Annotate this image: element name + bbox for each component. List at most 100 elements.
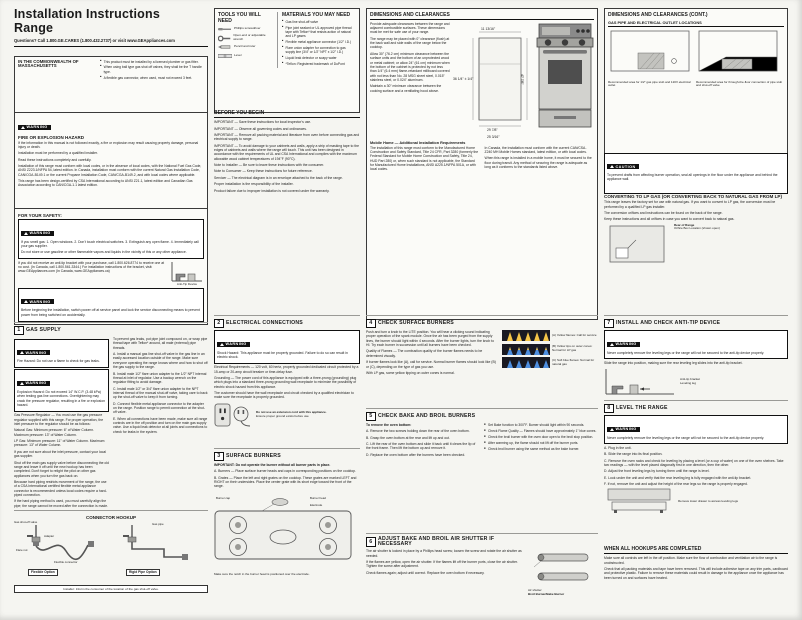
- anti-tip-figure: Anti-Tip Device: [170, 261, 204, 287]
- wall-location-figure: Recommended area for 1/2" gas pipe stub …: [608, 29, 692, 89]
- dimension-figure: 11 13/16" 36 1/4" ± 1/4" 47 7/8" 29 7/8"…: [453, 22, 533, 140]
- broil-bake-burner-icon: [533, 554, 589, 581]
- before-you-begin-text: IMPORTANT — Save these instructions for …: [214, 120, 360, 193]
- flame-quality-checks: Set Bake function to 300°F. Burner shoul…: [484, 423, 598, 459]
- tool-item: Level: [218, 53, 274, 59]
- text-line: B. Slide the range into its final positi…: [604, 452, 663, 457]
- text-line: A. Install a manual gas line shut-off va…: [113, 352, 208, 370]
- hookups-completed-title: WHEN ALL HOOKUPS ARE COMPLETED: [604, 546, 788, 555]
- text-line: The customer should have the wall recept…: [214, 391, 354, 400]
- surface-important: IMPORTANT: Do not operate the burner wit…: [214, 463, 331, 467]
- check-surface-text: Push and turn a knob to the LITE positio…: [366, 330, 498, 377]
- text-line: IMPORTANT — Observe all governing codes …: [214, 126, 307, 131]
- hookup-label-flexible: Flexible connector: [54, 559, 78, 564]
- section-title: GAS SUPPLY: [26, 326, 61, 333]
- text-line: D. Replace the oven bottom after the bur…: [366, 452, 466, 457]
- level-steps-text: A. Plug in the unit.B. Slide the range i…: [604, 446, 788, 487]
- text-line: Proper installation is the responsibilit…: [214, 182, 294, 187]
- lp-title: CONVERTING TO LP GAS (OR CONVERTING BACK…: [604, 194, 782, 199]
- warning-triangle-icon: [220, 342, 224, 346]
- section-lp-conversion: CONVERTING TO LP GAS (OR CONVERTING BACK…: [604, 193, 788, 313]
- warning-triangle-icon: [21, 125, 25, 129]
- gas-supply-right: To prevent gas leaks, put pipe joint com…: [113, 337, 208, 510]
- text-line: B. Grates — Place the left and right gra…: [214, 475, 357, 489]
- text-line: Keep these instructions and all orifices…: [604, 217, 735, 222]
- yellow-flames-icon: [502, 330, 550, 341]
- hookup-label-valve: Gas shut-off valve: [14, 519, 38, 524]
- warning-word: WARNING: [25, 350, 47, 355]
- section-number: 5: [366, 411, 376, 421]
- level-warning: WARNING Never completely remove the leve…: [604, 415, 788, 445]
- warning-bar: WARNING: [21, 299, 54, 305]
- text-line: Electrical Requirements — 120 volt, 60 h…: [214, 365, 359, 374]
- text-line: Check Flame Quality — Flames should have…: [484, 429, 598, 433]
- fire-warning-box: WARNING FIRE OR EXPLOSION HAZARD If the …: [14, 112, 208, 211]
- explosion-hazard-mini-text: Explosion Hazard: Do not exceed 14" W.C.…: [17, 389, 106, 407]
- tools-title: TOOLS YOU WILL NEED: [218, 11, 261, 24]
- tools-box: TOOLS YOU WILL NEED Phillips screwdriver…: [214, 8, 360, 113]
- electrical-text: Electrical Requirements — 120 volt, 60 h…: [214, 365, 360, 400]
- power-plug-icon: [214, 403, 251, 427]
- text-line: After warming up, the flame should not l…: [484, 441, 598, 445]
- text-line: Product failure due to improper installa…: [214, 188, 330, 193]
- dimensions-cont-title: DIMENSIONS AND CLEARANCES (CONT.): [608, 11, 708, 18]
- dim-label-depth: 25 3/16": [487, 135, 500, 139]
- doc-footer: 31-10088-1 10-11 GE: [14, 614, 208, 620]
- store-flammables-text: Do not store or use gasoline or other fl…: [21, 250, 187, 255]
- anti-tip-install-icon: [605, 369, 674, 395]
- warning-word: WARNING: [26, 125, 48, 129]
- bracket-note-text: If you did not receive an anti-tip brack…: [18, 260, 165, 274]
- warning-triangle-icon: [610, 427, 614, 431]
- text-line: If the flames are yellow, open the air s…: [366, 560, 518, 569]
- warning-word: WARNING: [29, 299, 51, 304]
- text-line: Flare union adapter for connection to ga…: [282, 46, 356, 55]
- text-line: If you are not sure about the inlet pres…: [14, 449, 106, 459]
- rear-of-range-label: Rear of Range: [674, 222, 695, 227]
- dimensions-title: DIMENSIONS AND CLEARANCES: [370, 12, 594, 20]
- section-electrical: 2 ELECTRICAL CONNECTIONS WARNING Shock H…: [214, 315, 360, 450]
- dimension-diagram-icon: 11 13/16" 36 1/4" ± 1/4" 47 7/8" 29 7/8"…: [453, 27, 528, 139]
- mobile-home-title: Mobile Home — Additional Installation Re…: [370, 140, 466, 145]
- tool-item: Open-end or adjustable wrench: [218, 33, 274, 42]
- warning-bar: WARNING: [18, 124, 51, 130]
- section-number: 3: [214, 451, 224, 461]
- text-line: Set Bake function to 300°F. Burner shoul…: [484, 423, 598, 427]
- text-line: To prevent gas leaks, put pipe joint com…: [113, 337, 208, 350]
- section-number: 2: [214, 318, 224, 328]
- warning-bar: WARNING: [217, 341, 250, 347]
- rigid-option-label: Rigid Pipe Option: [126, 568, 160, 577]
- text-line: If burner flames look like (A), call for…: [366, 360, 496, 369]
- text-line: E. Look under the unit and verify that t…: [604, 475, 752, 480]
- dimensions-cont-box: DIMENSIONS AND CLEARANCES (CONT.) GAS PI…: [604, 8, 788, 156]
- warning-triangle-icon: [24, 300, 28, 304]
- warning-triangle-icon: [24, 231, 28, 235]
- warning-word: WARNING: [615, 342, 637, 346]
- massachusetts-title: IN THE COMMONWEALTH OF MASSACHUSETTS: [18, 58, 79, 69]
- anti-tip-warning: WARNING Never completely remove the leve…: [604, 330, 788, 360]
- flame-caption: (C) Soft blue flames: Normal for natural…: [552, 357, 595, 366]
- section-number: 4: [366, 318, 376, 328]
- screwdriver-icon: [218, 27, 231, 31]
- adjust-text: The air shutter is locked in place by a …: [366, 549, 524, 597]
- lp-text: This range leaves the factory set for us…: [604, 200, 788, 221]
- yellow-tip-flames-icon: [502, 343, 550, 355]
- page-subtitle: Range: [14, 20, 54, 35]
- rear-of-range-figure: [604, 224, 670, 266]
- gas-supply-left: WARNING Fire Hazard: Do not use a flame …: [14, 337, 109, 510]
- fire-hazard-mini-text: Fire Hazard: Do not use a flame to check…: [17, 359, 100, 363]
- massachusetts-items: This product must be installed by a lice…: [100, 60, 204, 82]
- flame-example-row: (B) Yellow tips on outer cones: Normal f…: [502, 343, 598, 355]
- section-title: INSTALL AND CHECK ANTI-TIP DEVICE: [616, 319, 721, 326]
- text-line: Gas Pressure Regulator — You must use th…: [14, 413, 104, 427]
- tool-label: Level: [234, 52, 242, 57]
- text-line: If the hard piping method is used, you m…: [14, 499, 109, 508]
- floor-location-figure: Recommended area for through-the-floor c…: [696, 29, 784, 89]
- before-you-begin-title: BEFORE YOU BEGIN: [214, 110, 360, 119]
- warning-word: WARNING: [225, 342, 247, 346]
- text-line: This range leaves the factory set for us…: [604, 200, 776, 209]
- connector-hookup-icon: [27, 524, 188, 560]
- text-line: Push and turn a knob to the LITE positio…: [366, 330, 494, 348]
- dimensions-box: DIMENSIONS AND CLEARANCES Provide adequa…: [366, 8, 598, 320]
- text-line: Liquid leak detector or soapy water: [282, 56, 356, 60]
- power-off-warning: WARNING Before beginning the installatio…: [18, 287, 204, 322]
